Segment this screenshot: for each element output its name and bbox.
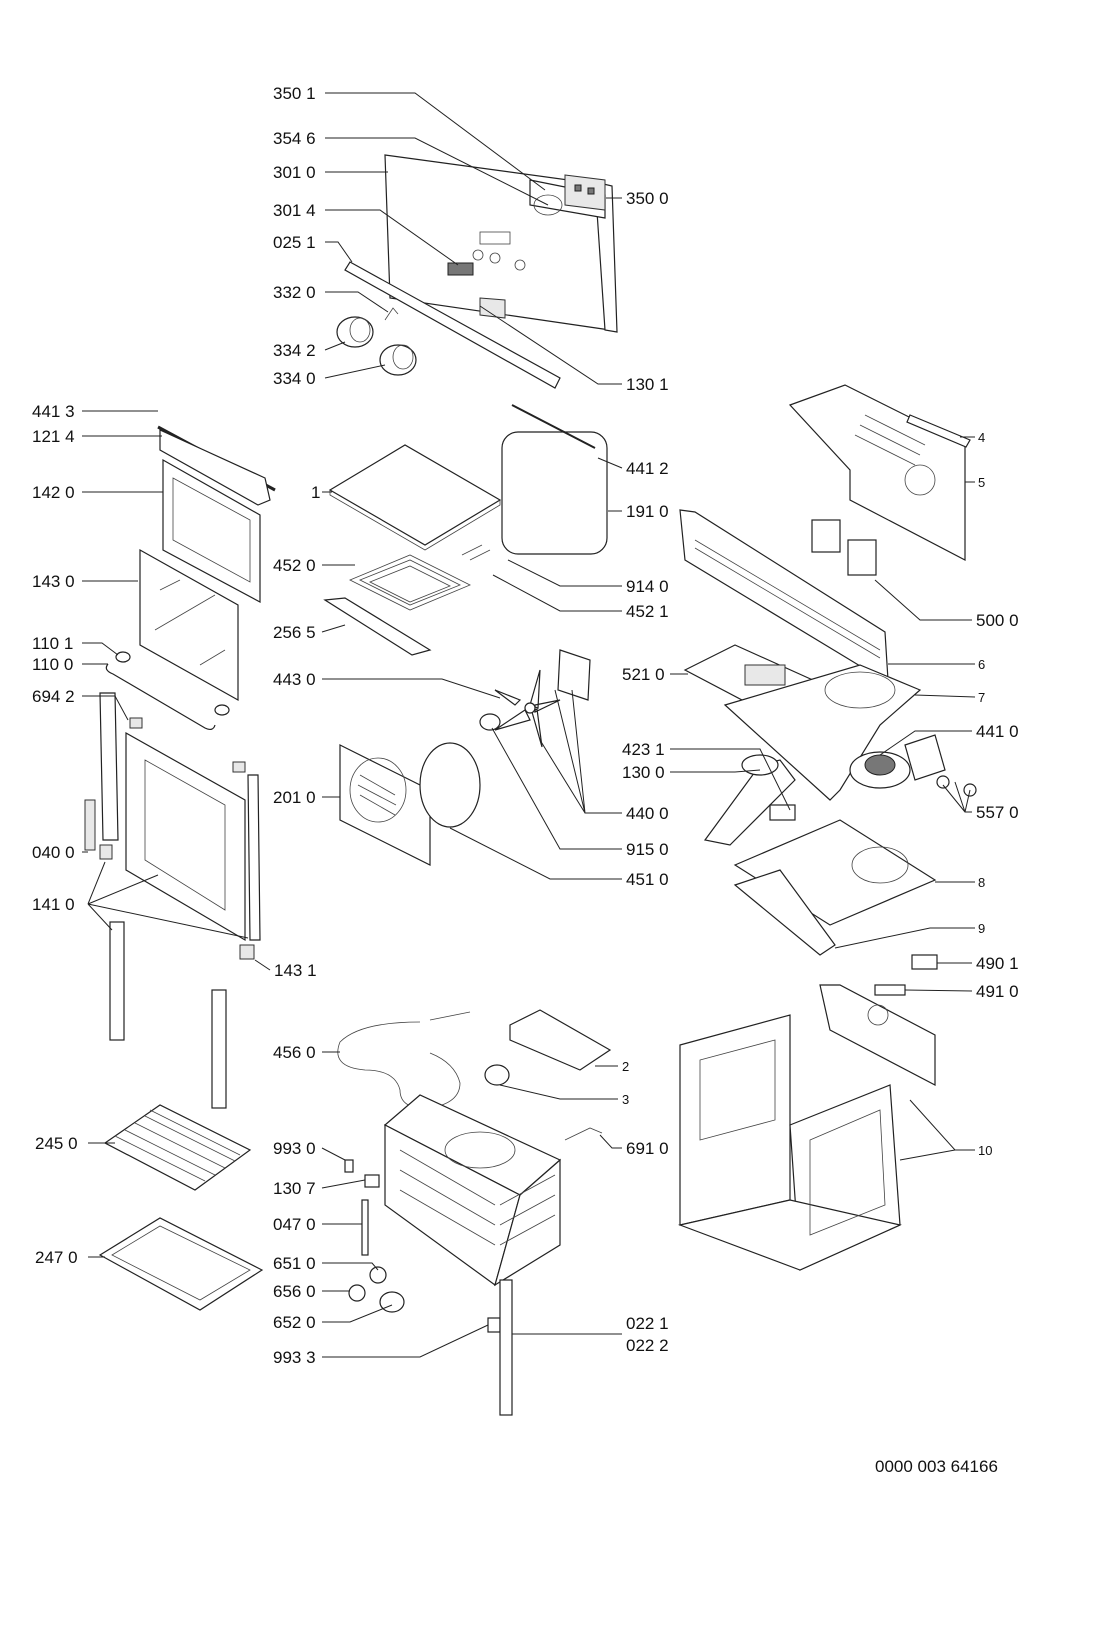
display-module	[529, 174, 606, 219]
callout-452-0: 452 0	[273, 556, 316, 575]
callout-441-2: 441 2	[626, 459, 669, 478]
outer-door	[84, 692, 261, 960]
callout-354-6: 354 6	[273, 129, 316, 148]
callout-201-0: 201 0	[273, 788, 316, 807]
callout-025-1: 025 1	[273, 233, 316, 252]
callout-915-0: 915 0	[626, 840, 669, 859]
door-handle	[105, 651, 230, 731]
callout-2: 2	[622, 1059, 629, 1074]
callout-652-0: 652 0	[273, 1313, 316, 1332]
callout-350-1: 350 1	[273, 84, 316, 103]
leader-lines	[82, 92, 976, 1358]
door-seal	[501, 404, 608, 555]
callout-141-0: 141 0	[32, 895, 75, 914]
panel-bracket	[344, 261, 561, 389]
callout-191-0: 191 0	[626, 502, 669, 521]
callout-452-1: 452 1	[626, 602, 669, 621]
callout-10: 10	[978, 1143, 992, 1158]
callout-247-0: 247 0	[35, 1248, 78, 1267]
rear-panel	[819, 954, 938, 1086]
callout-691-0: 691 0	[626, 1139, 669, 1158]
callout-130-1: 130 1	[626, 375, 669, 394]
callout-334-2: 334 2	[273, 341, 316, 360]
callout-143-1: 143 1	[274, 961, 317, 980]
callout-914-0: 914 0	[626, 577, 669, 596]
callout-301-4: 301 4	[273, 201, 316, 220]
lower-element	[337, 1011, 471, 1109]
callout-022-1: 022 1	[626, 1314, 669, 1333]
callout-3: 3	[622, 1092, 629, 1107]
callout-441-3: 441 3	[32, 402, 75, 421]
callout-130-7: 130 7	[273, 1179, 316, 1198]
callout-451-0: 451 0	[626, 870, 669, 889]
callout-4: 4	[978, 430, 985, 445]
inner-door-glass	[162, 458, 261, 604]
callout-521-0: 521 0	[622, 665, 665, 684]
base-plate	[733, 819, 937, 956]
callout-7: 7	[978, 690, 985, 705]
cooling-fan	[849, 734, 977, 797]
door-top-trim	[157, 425, 276, 506]
callout-040-0: 040 0	[32, 843, 75, 862]
callout-443-0: 443 0	[273, 670, 316, 689]
callout-143-0: 143 0	[32, 572, 75, 591]
transformer	[703, 754, 796, 846]
callout-694-2: 694 2	[32, 687, 75, 706]
grill-element	[323, 544, 491, 656]
callout-500-0: 500 0	[976, 611, 1019, 630]
callout-993-0: 993 0	[273, 1139, 316, 1158]
front-frame	[679, 509, 889, 681]
oven-cavity	[383, 1094, 562, 1287]
callout-245-0: 245 0	[35, 1134, 78, 1153]
callout-9: 9	[978, 921, 985, 936]
oven-housing	[677, 1014, 902, 1271]
callout-557-0: 557 0	[976, 803, 1019, 822]
callout-8: 8	[978, 875, 985, 890]
callout-491-0: 491 0	[976, 982, 1019, 1001]
callout-1: 1	[311, 483, 320, 502]
callout-110-1: 110 1	[32, 634, 73, 653]
callout-423-1: 423 1	[622, 740, 665, 759]
callout-142-0: 142 0	[32, 483, 75, 502]
air-duct	[723, 664, 922, 801]
top-cover	[328, 444, 502, 551]
middle-door-glass	[139, 548, 239, 702]
callout-6: 6	[978, 657, 985, 672]
callout-993-3: 993 3	[273, 1348, 316, 1367]
baking-tray	[98, 1217, 264, 1311]
cavity-bracket	[484, 1009, 612, 1086]
callout-350-0: 350 0	[626, 189, 669, 208]
callout-121-4: 121 4	[32, 427, 75, 446]
knobs	[336, 307, 417, 376]
callout-332-0: 332 0	[273, 283, 316, 302]
relays	[811, 519, 877, 576]
callout-334-0: 334 0	[273, 369, 316, 388]
callout-047-0: 047 0	[273, 1215, 316, 1234]
callout-301-0: 301 0	[273, 163, 316, 182]
callout-256-5: 256 5	[273, 623, 316, 642]
callout-490-1: 490 1	[976, 954, 1019, 973]
fan-assembly	[479, 649, 591, 748]
callout-456-0: 456 0	[273, 1043, 316, 1062]
callout-110-0: 110 0	[32, 655, 73, 674]
door-strips	[109, 921, 227, 1109]
callout-130-0: 130 0	[622, 763, 665, 782]
callout-5: 5	[978, 475, 985, 490]
oven-rack	[103, 1104, 252, 1191]
callout-labels: 350 1 354 6 301 0 301 4 025 1 332 0 334 …	[32, 84, 1019, 1476]
callout-441-0: 441 0	[976, 722, 1019, 741]
document-number: 0000 003 64166	[875, 1457, 998, 1476]
callout-651-0: 651 0	[273, 1254, 316, 1273]
callout-022-2: 022 2	[626, 1336, 669, 1355]
callout-656-0: 656 0	[273, 1282, 316, 1301]
callout-440-0: 440 0	[626, 804, 669, 823]
fan-cover	[339, 742, 481, 866]
top-plate-assembly	[788, 384, 971, 561]
